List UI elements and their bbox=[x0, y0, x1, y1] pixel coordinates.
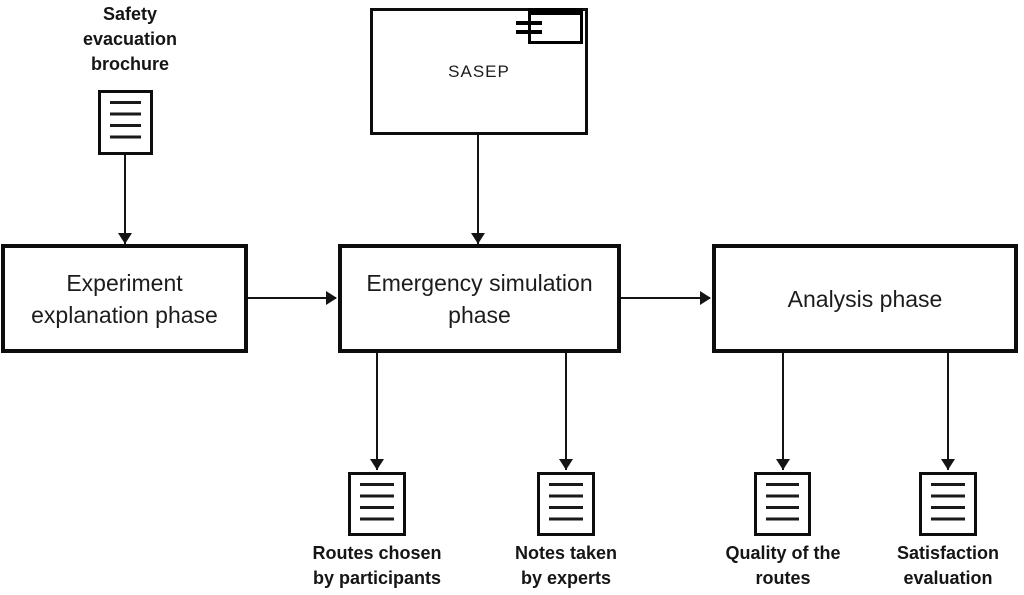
right-arrow-phase2-to-phase3 bbox=[621, 291, 711, 305]
down-arrow-sasep-to-phase2 bbox=[471, 135, 485, 244]
down-arrow-phase2-to-routes bbox=[370, 353, 384, 470]
document-icon bbox=[754, 472, 811, 536]
output-label-satisfaction: Satisfaction evaluation bbox=[896, 543, 1000, 588]
phase-label: Analysis phase bbox=[787, 285, 943, 312]
down-arrow-phase3-to-satisfaction bbox=[941, 353, 955, 470]
right-arrow-phase1-to-phase2 bbox=[248, 291, 337, 305]
phase-label: Experiment explanation phase bbox=[31, 269, 218, 328]
down-arrow-phase2-to-notes bbox=[559, 353, 573, 470]
output-label-quality: Quality of the routes bbox=[725, 543, 841, 588]
down-arrow-phase3-to-quality bbox=[776, 353, 790, 470]
document-icon bbox=[98, 90, 153, 155]
output-label-notes: Notes taken by experts bbox=[514, 543, 618, 588]
document-icon bbox=[919, 472, 977, 536]
document-icon bbox=[537, 472, 595, 536]
phase-label: Emergency simulation phase bbox=[366, 269, 593, 328]
phase-box-analysis: Analysis phase bbox=[712, 244, 1018, 353]
down-arrow-brochure-to-phase1 bbox=[118, 155, 132, 244]
brochure-label: Safety evacuation brochure bbox=[82, 4, 178, 74]
output-label-routes: Routes chosen by participants bbox=[312, 543, 442, 588]
phase-box-emergency-simulation: Emergency simulation phase bbox=[338, 244, 621, 353]
document-icon bbox=[348, 472, 406, 536]
sasep-box: SASEP bbox=[370, 8, 588, 135]
phase-box-experiment-explanation: Experiment explanation phase bbox=[1, 244, 248, 353]
component-icon bbox=[516, 8, 583, 44]
sasep-label: SASEP bbox=[448, 61, 510, 81]
